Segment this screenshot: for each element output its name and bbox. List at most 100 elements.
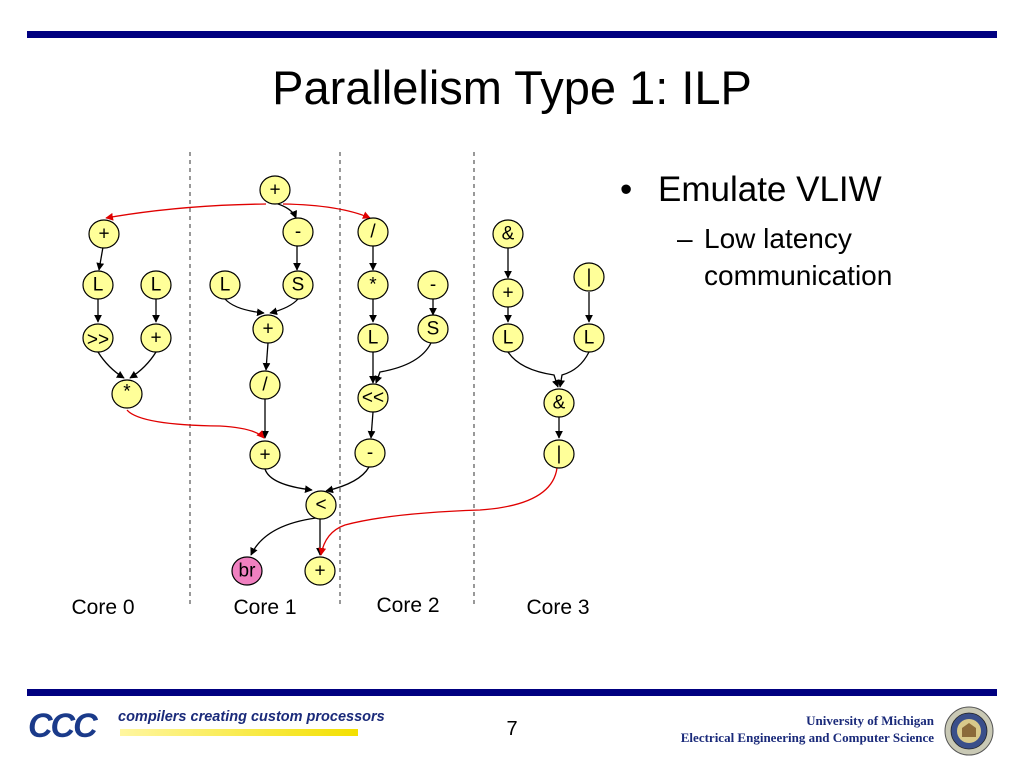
node-c2-div (357, 217, 389, 247)
core-labels: Core 0 Core 1 Core 2 Core 3 (71, 594, 589, 619)
node-label: | (587, 267, 592, 288)
core-label-2: Core 2 (376, 594, 439, 617)
sub-bullet-item: – Low latency communication (620, 220, 964, 294)
node-label: / (370, 222, 376, 243)
page-number: 7 (506, 718, 518, 740)
node-label: + (259, 445, 270, 466)
node-label: L (584, 328, 595, 349)
node-label: L (503, 328, 514, 349)
node-label: L (368, 328, 379, 349)
node-c1-minus (282, 217, 314, 247)
edge (269, 298, 299, 316)
edge (274, 202, 298, 219)
node-label: S (427, 319, 440, 340)
node-label: + (314, 561, 325, 582)
node-c2-S (417, 314, 449, 344)
node-label: L (151, 275, 162, 296)
node-label: * (369, 275, 377, 296)
node-label: << (362, 388, 384, 409)
node-label: L (93, 275, 104, 296)
node-label: + (98, 224, 109, 245)
node-c2-mul (357, 270, 389, 300)
node-c0-plus (88, 219, 120, 249)
edge (264, 468, 313, 494)
core-label-3: Core 3 (526, 596, 589, 619)
node-label: & (502, 224, 515, 245)
dataflow-diagram: + + L L >> + * - L S + / + < br + / * - … (71, 152, 605, 619)
edge (557, 351, 590, 388)
node-c0-mul (111, 379, 143, 409)
edge (507, 351, 560, 388)
node-c1-lt (305, 490, 337, 520)
remote-edge (282, 203, 371, 219)
edge (262, 342, 271, 371)
node-label: - (430, 275, 436, 296)
bullet-item: • Emulate VLIW (620, 170, 964, 210)
node-c1-plus-top (259, 175, 291, 205)
node-c2-minus (417, 270, 449, 300)
node-label: + (269, 180, 280, 201)
node-c0-shr (82, 323, 114, 353)
node-label: - (295, 222, 301, 243)
node-label: - (367, 443, 373, 464)
node-c2-minus2 (354, 438, 386, 468)
node-labels: + + L L >> + * - L S + / + < br + / * - … (87, 180, 594, 582)
node-c3-and2 (543, 388, 575, 418)
remote-edges (105, 203, 558, 556)
node-label: & (553, 393, 566, 414)
department-name: Electrical Engineering and Computer Scie… (680, 730, 934, 745)
remote-edge (318, 467, 558, 556)
university-name: University of Michigan (806, 713, 934, 728)
node-label: L (220, 275, 231, 296)
node-c0-L1 (82, 270, 114, 300)
edge (97, 351, 125, 379)
node-label: + (502, 283, 513, 304)
node-c3-L1 (492, 323, 524, 353)
node-c3-or (573, 262, 605, 292)
node-c0-plus2 (140, 323, 172, 353)
edge (367, 411, 376, 439)
node-label: S (292, 275, 305, 296)
node-c1-plus4 (304, 556, 336, 586)
node-c1-br (231, 556, 263, 586)
node-label: / (262, 375, 268, 396)
node-c1-plus3 (249, 440, 281, 470)
bullet-dot: • (620, 170, 633, 209)
slide-title: Parallelism Type 1: ILP (272, 61, 752, 114)
local-edges (94, 202, 593, 556)
node-c2-L (357, 323, 389, 353)
node-label: + (150, 328, 161, 349)
node-c2-shl (357, 383, 389, 413)
core-label-0: Core 0 (71, 596, 134, 619)
node-label: | (557, 444, 562, 465)
footer-tagline: compilers creating custom processors (118, 709, 385, 725)
bullet-text: Emulate VLIW (658, 170, 882, 209)
edge (374, 342, 432, 384)
node-c3-L2 (573, 323, 605, 353)
node-c0-L2 (140, 270, 172, 300)
node-c3-plus (492, 278, 524, 308)
remote-edge (105, 203, 267, 221)
ccc-logo-text: CCC (28, 707, 98, 745)
node-c1-plus2 (252, 314, 284, 344)
edge (129, 351, 157, 379)
core-label-1: Core 1 (233, 596, 296, 619)
sub-bullet-dash: – (677, 223, 693, 254)
node-label: br (239, 561, 257, 582)
sub-bullet-text: Low latency communication (704, 223, 893, 291)
edge (224, 298, 265, 317)
university-block: University of Michigan Electrical Engine… (681, 712, 934, 746)
core-separators (189, 152, 475, 605)
remote-edge (126, 409, 265, 439)
node-c3-or2 (543, 439, 575, 469)
node-label: * (123, 382, 131, 403)
edge (250, 517, 317, 556)
bullet-list: • Emulate VLIW – Low latency communicati… (620, 170, 964, 294)
node-label: + (262, 319, 273, 340)
university-seal-icon (944, 706, 994, 756)
edge (325, 466, 370, 494)
node-c3-and (492, 219, 524, 249)
tagline-underline (120, 729, 358, 736)
nodes (82, 175, 605, 586)
node-c1-div (249, 370, 281, 400)
